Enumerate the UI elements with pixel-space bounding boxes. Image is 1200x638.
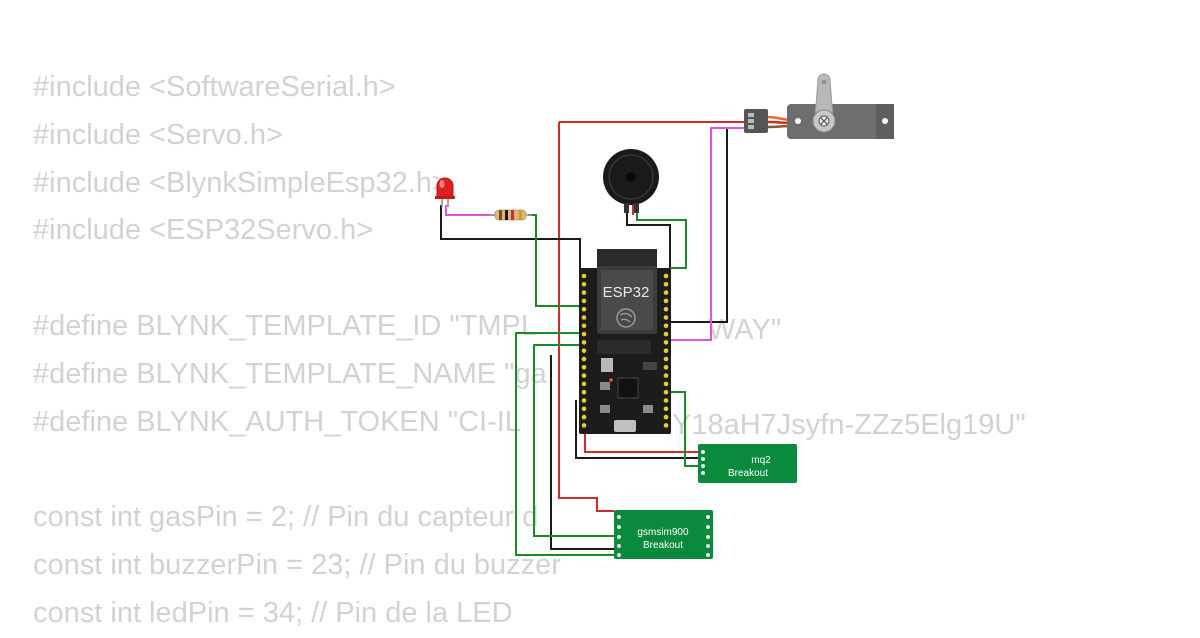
code-line: #define BLYNK_TEMPLATE_ID "TMPL xyxy=(33,309,538,342)
esp32-pin-header-right xyxy=(663,273,669,428)
wire-green-buzzer xyxy=(636,210,687,269)
esp32-header-pin xyxy=(663,298,669,304)
esp32-header-pin xyxy=(663,389,669,395)
esp32-header-pin xyxy=(581,365,587,370)
esp32-header-pin xyxy=(663,348,669,354)
wire-black-buzzer xyxy=(626,210,671,270)
code-fragment-auth-token: Y18aH7Jsyfn-ZZz5Elg19U" xyxy=(672,409,1026,441)
resistor-icon xyxy=(490,209,532,221)
wires xyxy=(440,121,767,556)
esp32-header-pin xyxy=(581,389,587,395)
esp32-header-pin xyxy=(581,273,587,279)
esp32-header-pin xyxy=(581,406,587,412)
esp32-header-pin xyxy=(663,373,669,378)
code-fragment-template-id: WAY" xyxy=(708,314,781,346)
esp32-header-pin xyxy=(663,331,669,337)
esp32-header-pin xyxy=(581,290,587,295)
esp32-header-pin xyxy=(663,381,669,387)
esp32-header-pin xyxy=(663,323,669,329)
red-led-icon xyxy=(435,177,455,207)
gsm-breakout-icon: gsmsim900 Breakout xyxy=(614,510,713,559)
code-line: #include <ESP32Servo.h> xyxy=(33,214,374,247)
esp32-header-pin xyxy=(663,340,669,345)
esp32-header-pin xyxy=(581,315,587,320)
esp32-header-pin xyxy=(581,423,587,428)
wire-green-mq2 xyxy=(670,391,698,467)
esp32-header-pin xyxy=(663,423,669,428)
esp32-header-pin xyxy=(581,381,587,387)
esp32-header-pin xyxy=(663,398,669,403)
mq2-breakout-icon: mq2 Breakout xyxy=(698,444,797,483)
esp32-header-pin xyxy=(581,348,587,354)
code-line: #include <Servo.h> xyxy=(33,118,283,151)
esp32-header-pin xyxy=(663,282,669,287)
wire-black-servo xyxy=(668,128,728,323)
wire-black-led xyxy=(440,205,581,270)
esp32-board-icon: ESP32 xyxy=(579,249,671,434)
mq2-breakout-label: Breakout xyxy=(728,468,768,479)
esp32-header-pin xyxy=(581,373,587,378)
wire-black-gsm xyxy=(550,355,614,550)
esp32-header-pin xyxy=(581,356,587,362)
piezo-buzzer-icon xyxy=(603,149,659,213)
esp32-header-pin xyxy=(581,331,587,337)
gsm-label: gsmsim900 xyxy=(637,527,689,538)
code-editor-background: #include <SoftwareSerial.h> #include <Ser… xyxy=(33,64,561,638)
code-line: #define BLYNK_TEMPLATE_NAME "ga xyxy=(33,357,547,390)
wire-green-led xyxy=(528,214,584,307)
esp32-header-pin xyxy=(663,315,669,320)
esp32-header-pin xyxy=(663,365,669,370)
esp32-header-pin xyxy=(581,306,587,312)
esp32-header-pin xyxy=(663,414,669,420)
esp32-label: ESP32 xyxy=(603,284,650,301)
esp32-header-pin xyxy=(581,340,587,345)
wire-green-gsm-rx xyxy=(533,344,614,537)
esp32-pin-header-left xyxy=(581,273,587,428)
esp32-header-pin xyxy=(581,323,587,329)
gsm-breakout-label: Breakout xyxy=(643,540,683,551)
code-line: #include <SoftwareSerial.h> xyxy=(33,71,396,103)
servo-motor-icon xyxy=(744,73,894,139)
wire-red-power xyxy=(558,122,614,512)
wire-green-gsm-tx xyxy=(515,332,614,556)
esp32-header-pin xyxy=(663,306,669,312)
code-line: const int ledPin = 34; // Pin de la LED xyxy=(33,596,513,629)
esp32-header-pin xyxy=(663,406,669,412)
esp32-header-pin xyxy=(581,398,587,403)
esp32-header-pin xyxy=(581,282,587,287)
esp32-header-pin xyxy=(663,290,669,295)
esp32-header-pin xyxy=(663,273,669,279)
wire-magenta-led xyxy=(445,205,495,216)
wire-magenta-servo xyxy=(668,127,767,341)
wire-black-mq2 xyxy=(575,400,698,459)
code-line: #define BLYNK_AUTH_TOKEN "CI-IL xyxy=(33,405,521,438)
code-line: #include <BlynkSimpleEsp32.h> xyxy=(33,166,449,199)
esp32-header-pin xyxy=(581,414,587,420)
esp32-header-pin xyxy=(581,298,587,304)
esp32-header-pin xyxy=(663,356,669,362)
mq2-label: mq2 xyxy=(751,455,771,466)
